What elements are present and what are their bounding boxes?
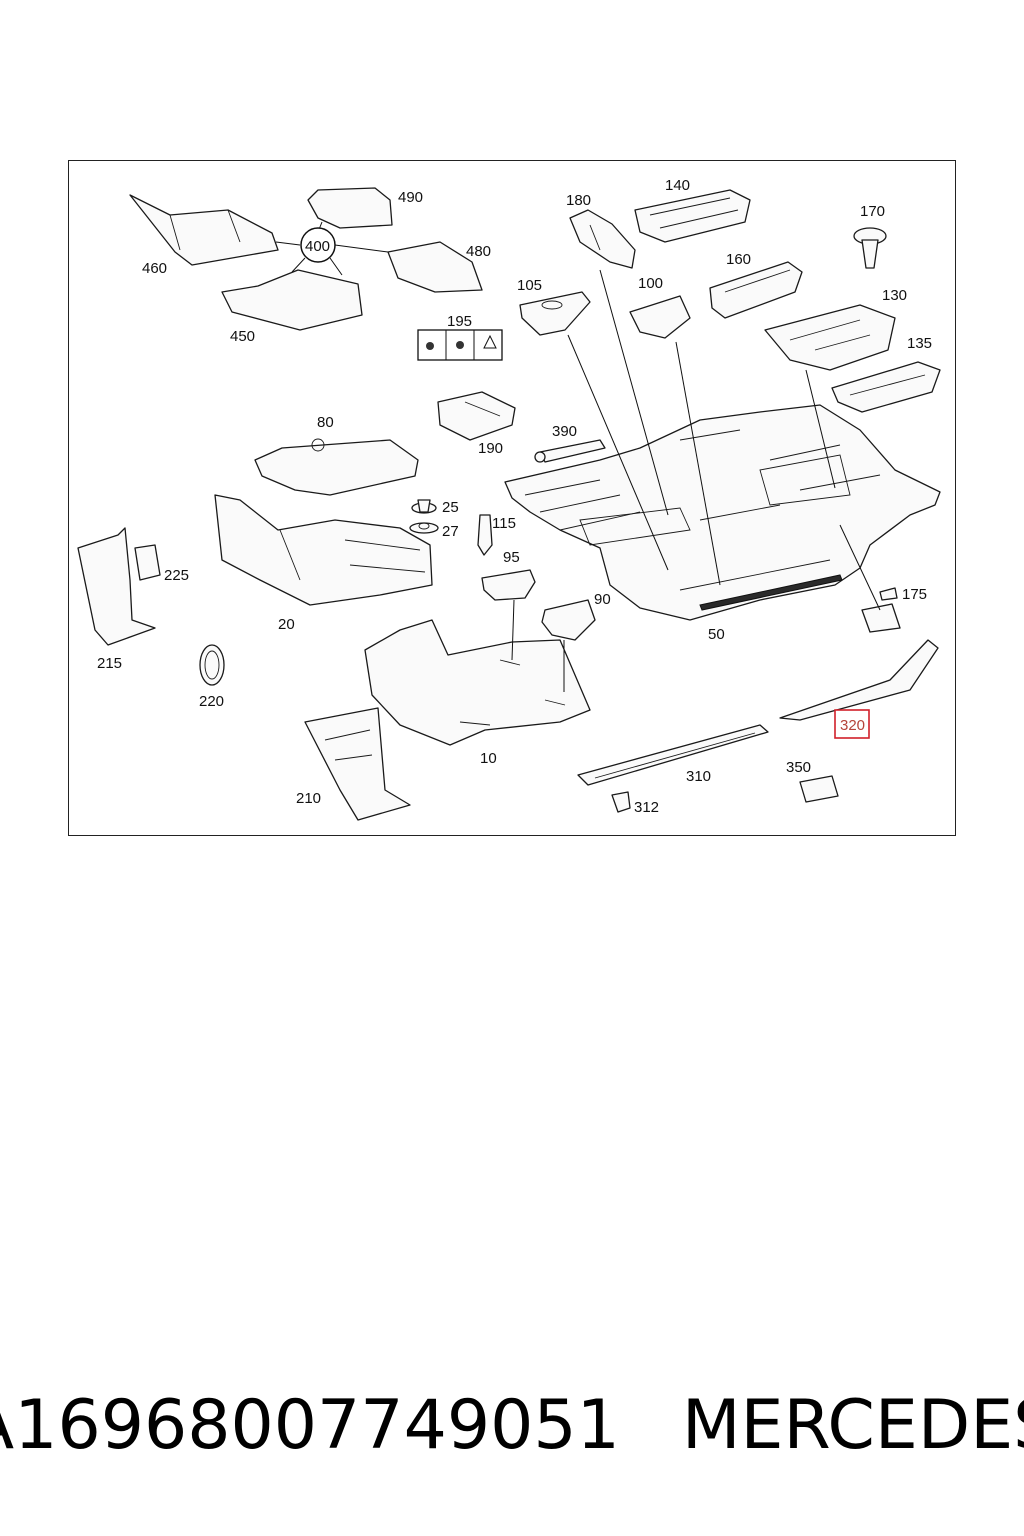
label-20: 20 [278,616,295,633]
callout-labels: 490 400 480 460 450 195 180 140 170 160 … [97,177,932,816]
label-140: 140 [665,177,690,194]
label-175: 175 [902,586,927,603]
label-215: 215 [97,655,122,672]
part-140 [634,189,751,243]
washer-27 [409,522,439,534]
part-190 [437,391,516,441]
label-160: 160 [726,251,751,268]
label-90: 90 [594,591,611,608]
part-160 [709,261,803,319]
label-400: 400 [305,238,330,255]
part-95 [481,569,536,601]
label-105: 105 [517,277,542,294]
part-350 [799,775,839,803]
part-175 [861,587,901,633]
clip-312 [611,791,631,813]
clip-225 [134,544,161,581]
part-105 [519,291,591,336]
label-80: 80 [317,414,334,431]
label-310: 310 [686,768,711,785]
label-130: 130 [882,287,907,304]
label-50: 50 [708,626,725,643]
label-10: 10 [480,750,497,767]
label-460: 460 [142,260,167,277]
floor-mat-450 [221,269,363,331]
label-225: 225 [164,567,189,584]
label-390: 390 [552,423,577,440]
label-190: 190 [478,440,503,457]
clip-115 [477,514,493,556]
highlight-box [834,709,870,739]
part-number: A16968007749051 [0,1385,620,1465]
label-95: 95 [503,549,520,566]
label-350: 350 [786,759,811,776]
leader-lines [511,269,881,692]
caption: A16968007749051 MERCEDES [0,1375,1024,1475]
label-490: 490 [398,189,423,206]
floor-panel-50 [504,404,941,621]
label-480: 480 [466,243,491,260]
label-25: 25 [442,499,459,516]
label-320: 320 [840,717,865,734]
label-115: 115 [492,515,516,532]
label-195: 195 [447,313,472,330]
trim-215 [77,527,156,646]
label-220: 220 [199,693,224,710]
label-210: 210 [296,790,321,807]
floor-mat-490 [307,187,393,229]
sill-320 [779,639,939,721]
carpet-10 [364,619,591,746]
label-450: 450 [230,328,255,345]
warning-label-195 [417,329,503,361]
sill-310 [577,724,769,786]
cap-220 [199,644,225,686]
part-100 [629,295,691,339]
label-312: 312 [634,799,659,816]
clip-170 [853,227,887,269]
carpet-20 [214,494,433,606]
floor-mat-480 [387,241,483,293]
mat-set-400-callout [275,221,389,276]
tray-80 [254,438,419,496]
clip-25 [411,499,437,514]
highlight-320[interactable]: 320 [834,709,870,739]
part-390 [534,439,606,463]
label-27: 27 [442,523,459,540]
part-180 [569,209,636,269]
label-135: 135 [907,335,932,352]
floor-mat-460 [129,194,279,266]
label-170: 170 [860,203,885,220]
trim-210 [304,707,411,821]
part-90 [541,599,596,641]
part-130 [764,304,896,371]
label-180: 180 [566,192,591,209]
label-100: 100 [638,275,663,292]
part-135 [831,361,941,413]
brand-name: MERCEDES [681,1385,1024,1465]
